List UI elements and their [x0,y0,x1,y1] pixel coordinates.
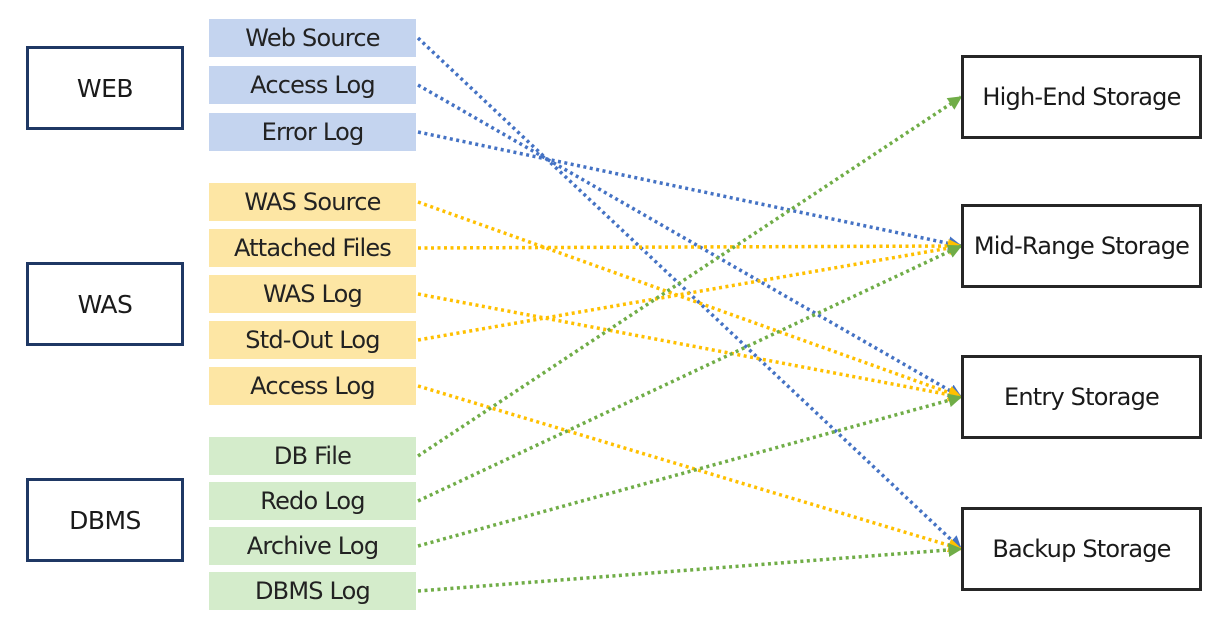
connector-web-access-log-to-entry [417,83,963,399]
storage-backup: Backup Storage [961,507,1202,591]
connector-db-dbms-log-to-backup [417,542,963,593]
group-was: WAS [26,262,184,346]
storage-high-end: High-End Storage [961,55,1202,139]
item-web-source: Web Source [209,19,416,57]
connector-was-access-log-to-backup [417,384,963,553]
item-db-redo-log: Redo Log [209,482,416,520]
group-dbms: DBMS [26,478,184,562]
connector-web-error-log-to-mid-range [417,130,963,251]
connector-db-redo-log-to-mid-range [417,244,963,503]
item-was-log: WAS Log [209,275,416,313]
item-was-attached-files: Attached Files [209,229,416,267]
item-was-access-log: Access Log [209,367,416,405]
item-db-archive-log: Archive Log [209,527,416,565]
connector-was-attached-files-to-mid-range [417,239,963,254]
group-was-label: WAS [77,289,133,319]
connector-was-log-to-entry [417,292,963,402]
storage-mid-range: Mid-Range Storage [961,204,1202,288]
item-web-error-log: Error Log [209,113,416,151]
item-was-source: WAS Source [209,183,416,221]
connector-db-file-to-high-end [417,95,963,458]
group-dbms-label: DBMS [69,505,141,535]
group-web: WEB [26,46,184,130]
group-web-label: WEB [76,73,134,103]
item-was-std-out-log: Std-Out Log [209,321,416,359]
item-web-access-log: Access Log [209,66,416,104]
storage-entry: Entry Storage [961,355,1202,439]
item-db-file: DB File [209,437,416,475]
connector-db-archive-log-to-entry [417,393,963,548]
connector-was-std-out-log-to-mid-range [417,241,963,342]
connector-was-source-to-entry [417,200,963,400]
item-db-dbms-log: DBMS Log [209,572,416,610]
